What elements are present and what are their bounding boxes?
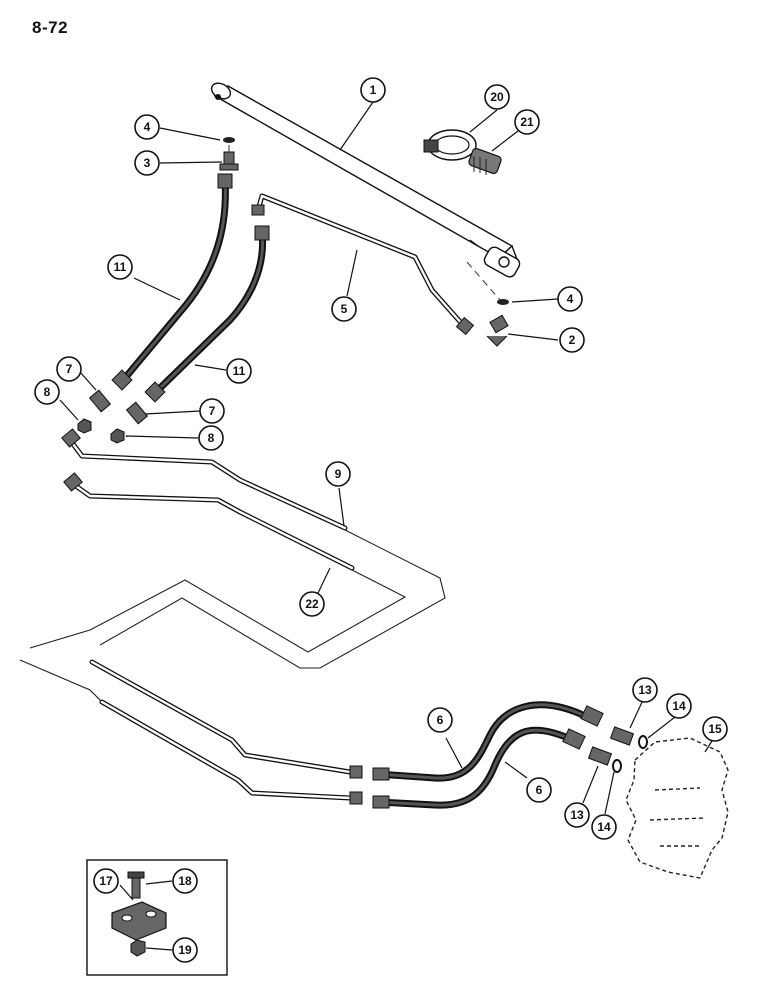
callout-20: 20 <box>484 84 510 110</box>
callout-2: 2 <box>559 327 585 353</box>
o-ring-14-lower <box>612 759 622 773</box>
callout-14-lower: 14 <box>591 814 617 840</box>
callout-6-right: 6 <box>526 777 552 803</box>
callout-13-lower: 13 <box>564 802 590 828</box>
steel-tube-5 <box>251 193 475 336</box>
callout-17: 17 <box>93 868 119 894</box>
svg-text:3: 3 <box>144 156 151 170</box>
callout-5: 5 <box>331 296 357 322</box>
adapter-fitting-13-upper <box>609 726 635 746</box>
svg-text:14: 14 <box>597 820 611 834</box>
adapter-fitting-13-lower <box>587 746 613 766</box>
callout-19: 19 <box>172 937 198 963</box>
svg-text:13: 13 <box>570 808 584 822</box>
callout-11-right: 11 <box>226 358 252 384</box>
leader-lines <box>59 101 713 951</box>
callout-21: 21 <box>514 109 540 135</box>
svg-text:17: 17 <box>99 874 113 888</box>
svg-text:1: 1 <box>370 83 377 97</box>
svg-text:18: 18 <box>178 874 192 888</box>
svg-text:15: 15 <box>708 722 722 736</box>
svg-text:8: 8 <box>208 431 215 445</box>
adapter-fitting-7-right <box>125 401 149 425</box>
control-valve-phantom <box>625 737 729 879</box>
callout-13-upper: 13 <box>632 677 658 703</box>
svg-text:21: 21 <box>520 115 534 129</box>
tube-routing-outline <box>19 529 446 703</box>
callout-9: 9 <box>325 461 351 487</box>
svg-text:13: 13 <box>638 683 652 697</box>
callout-3: 3 <box>134 150 160 176</box>
o-ring-top <box>223 137 235 143</box>
callout-4-top: 4 <box>134 114 160 140</box>
hose-6-lower <box>372 726 586 809</box>
hose-6-upper <box>372 701 604 782</box>
elbow-fitting-2 <box>486 314 509 347</box>
svg-text:20: 20 <box>490 90 504 104</box>
hose-right <box>144 225 270 403</box>
callout-6-left: 6 <box>427 707 453 733</box>
connector-fitting-3 <box>219 151 239 171</box>
callout-22: 22 <box>299 591 325 617</box>
callout-8-right: 8 <box>198 425 224 451</box>
svg-text:4: 4 <box>567 292 574 306</box>
svg-text:7: 7 <box>209 404 216 418</box>
svg-text:19: 19 <box>178 943 192 957</box>
svg-text:6: 6 <box>536 783 543 797</box>
nut-8-left <box>77 418 92 434</box>
hose-sleeve <box>468 147 502 175</box>
nut-8-right <box>110 428 125 444</box>
steel-tube-22 <box>63 472 355 571</box>
svg-text:2: 2 <box>569 333 576 347</box>
callout-11-left: 11 <box>107 254 133 280</box>
svg-text:14: 14 <box>672 699 686 713</box>
page-number: 8-72 <box>32 18 69 37</box>
svg-text:22: 22 <box>305 597 319 611</box>
svg-text:8: 8 <box>44 385 51 399</box>
steel-tube-lower-a <box>89 659 363 779</box>
callout-8-left: 8 <box>34 379 60 405</box>
o-ring-right <box>497 299 509 305</box>
callout-7-left: 7 <box>56 356 82 382</box>
svg-text:11: 11 <box>114 260 127 274</box>
svg-text:7: 7 <box>66 362 73 376</box>
adapter-fitting-7-left <box>88 389 112 413</box>
svg-text:9: 9 <box>335 467 342 481</box>
callout-1: 1 <box>360 77 386 103</box>
callout-15: 15 <box>702 716 728 742</box>
hose-left <box>111 173 233 391</box>
callout-14-upper: 14 <box>666 693 692 719</box>
hose-clamp <box>423 129 477 161</box>
steel-tube-9 <box>61 428 348 531</box>
steel-tube-lower-b <box>99 699 363 805</box>
callout-7-right: 7 <box>199 398 225 424</box>
svg-text:5: 5 <box>341 302 348 316</box>
callout-18: 18 <box>172 868 198 894</box>
svg-text:11: 11 <box>233 364 246 378</box>
svg-text:4: 4 <box>144 120 151 134</box>
callout-4-right: 4 <box>557 286 583 312</box>
svg-text:6: 6 <box>437 713 444 727</box>
hydraulic-cylinder <box>210 82 521 301</box>
o-ring-14-upper <box>638 735 648 749</box>
inset-clamp-detail <box>86 859 228 976</box>
